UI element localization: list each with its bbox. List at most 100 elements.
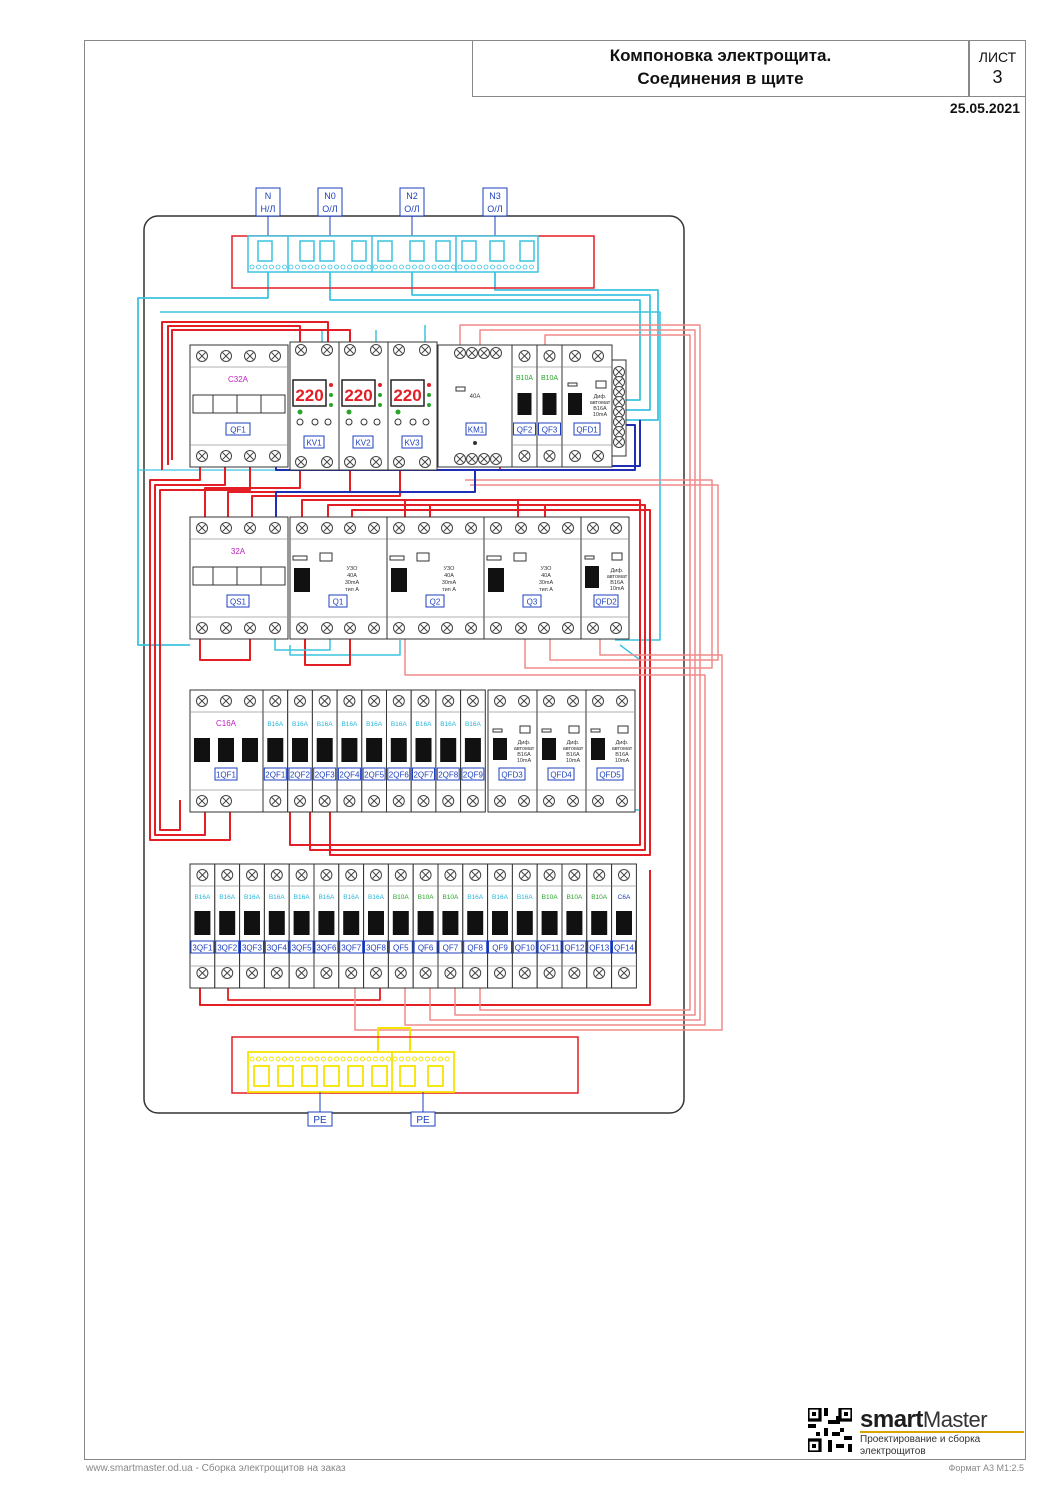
n-bus-hole [392, 264, 398, 270]
breaker-lever [464, 738, 481, 762]
breaker-lever [244, 911, 260, 935]
screw-slot [323, 524, 331, 532]
screw-slot [222, 624, 230, 632]
neutral-wire [494, 262, 659, 421]
screw-slot [620, 871, 628, 879]
screw-slot [222, 697, 230, 705]
group-breaker-rating: B16A [292, 721, 309, 728]
breaker-lever [218, 738, 234, 762]
n-bus-hole [425, 264, 430, 270]
relay-led-icon [427, 383, 431, 387]
screw-slot [320, 697, 329, 705]
n-bus-hole [477, 264, 482, 270]
screw-slot [545, 969, 554, 977]
pe-bus-hole [262, 1056, 268, 1062]
screw-slot [496, 797, 504, 805]
qs1-rating: 32A [231, 547, 246, 556]
screw-slot [198, 969, 207, 977]
screw-slot [394, 697, 403, 705]
n-bus-hole [509, 264, 515, 270]
logo-subtitle: Проектирование и сборка электрощитов [860, 1434, 1020, 1458]
rcbo-spec: 10mA [615, 758, 630, 764]
line-breaker-rating: B16A [517, 894, 534, 901]
contactor-window-icon [455, 386, 466, 392]
rcd-label: Q2 [430, 598, 441, 607]
line-wire [454, 329, 696, 1016]
pe-bus-hole [269, 1056, 274, 1062]
wires [137, 262, 723, 1065]
pe-bus-terminal [347, 1065, 364, 1087]
line-breaker-label-box [240, 940, 264, 954]
screw-slot [492, 349, 500, 357]
qf-main-rating: C16A [216, 719, 237, 728]
breaker-lever [542, 393, 557, 415]
breaker-lever [267, 738, 284, 762]
footer-website[interactable]: www.smartmaster.od.ua - Сборка электрощи… [86, 1463, 346, 1474]
pe-bus-hole [347, 1056, 352, 1062]
rcbo-spec: B16A [566, 752, 580, 758]
screw-slot [594, 352, 602, 360]
pe-bus-name: PE [313, 1115, 327, 1126]
line-breaker-rating: B10A [542, 894, 559, 901]
group-breaker-rating: B16A [366, 721, 383, 728]
screw-slot [564, 524, 572, 532]
n-bus-name: N [265, 191, 272, 201]
line-breaker-label: QF7 [443, 944, 459, 953]
n-bus-terminal [257, 240, 273, 262]
group-breaker-label-box [313, 767, 337, 781]
screw-slot [298, 524, 306, 532]
pe-bus-hole [425, 1056, 430, 1062]
screw-slot [395, 624, 403, 632]
group-breaker-label: 2QF4 [339, 771, 360, 780]
screw-slot [396, 969, 405, 977]
qfd2-label-box [593, 594, 619, 608]
control-wire [275, 470, 476, 525]
group-breaker-label: 2QF3 [315, 771, 336, 780]
screw-slot [372, 346, 380, 354]
n-bus-terminal [489, 240, 505, 262]
line-breaker-label: 3QF5 [292, 944, 313, 953]
screw-slot [372, 969, 380, 977]
screw-slot [520, 871, 529, 879]
breaker-lever [493, 738, 507, 760]
screw-slot [271, 352, 279, 360]
screw-slot [517, 624, 525, 632]
rcbo-label: QFD3 [501, 771, 523, 780]
group-breaker-rating: B16A [391, 721, 408, 728]
breaker-lever [591, 911, 608, 935]
pe-bus-rail [231, 1036, 579, 1094]
screw-slot [615, 398, 623, 406]
logo-underline [860, 1431, 1024, 1433]
breaker-lever [616, 911, 632, 935]
n-bus-hole [483, 264, 489, 270]
relay-label-box [352, 435, 374, 449]
breaker-lever [541, 911, 558, 935]
contactor-label-box [465, 422, 487, 436]
screw-slot [620, 969, 628, 977]
qfd2-spec: Диф. [611, 568, 624, 574]
qfd1-spec: автомат [590, 400, 611, 406]
n-bus-label-box [317, 187, 343, 217]
rcbo-test-button-icon [519, 725, 531, 734]
screw-slot [346, 524, 354, 532]
pe-bus-terminal [323, 1065, 340, 1087]
line-breaker-label: 3QF2 [217, 944, 238, 953]
screw-slot [272, 969, 281, 977]
line-breaker-label: 3QF4 [267, 944, 288, 953]
rcd-spec: 40A [541, 573, 551, 579]
n-bus-hole [249, 264, 255, 270]
rcd-spec: тип A [442, 587, 456, 593]
company-logo: smartMaster Проектирование и сборка элек… [804, 1404, 1026, 1460]
screw-slot [520, 352, 529, 360]
qfd1-spec: B16A [593, 406, 607, 412]
line-breaker-rating: B16A [368, 894, 385, 901]
screw-slot [615, 378, 623, 386]
n-bus-hole [327, 264, 333, 270]
contactor-indicator-icon [473, 441, 477, 445]
line-breaker-label: QF11 [540, 944, 560, 953]
breaker-rating: B10A [516, 375, 533, 382]
qfd1-spec: 10mA [593, 412, 608, 418]
pe-bus-hole [301, 1056, 307, 1062]
screw-slot [480, 455, 488, 463]
phase-wire [309, 504, 646, 851]
